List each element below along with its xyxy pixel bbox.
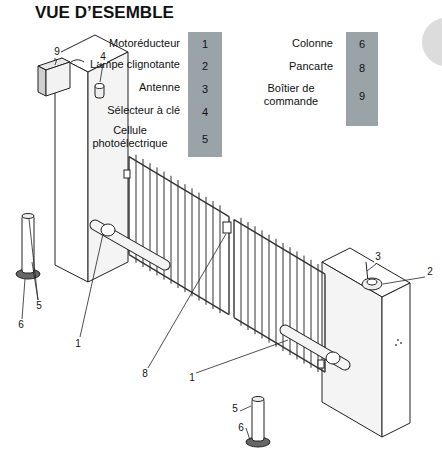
part-name: Cellule photoélectrique [80,124,180,150]
part-name: Colonne [292,37,333,50]
hinge [318,360,324,368]
gate-bar [192,188,193,296]
callout-number: 2 [426,266,434,278]
callout-number: 8 [141,368,149,380]
gate-bar [185,184,186,292]
gate-bar [206,197,207,305]
gate-bar [233,220,234,318]
hinge [124,170,130,178]
photocell [22,214,34,219]
sign [223,222,231,233]
legend-number: 9 [359,90,365,103]
gate-bar [248,222,249,330]
legend-number: 2 [202,60,208,73]
motor-outline [95,225,165,265]
part-name: Motoréducteur [109,37,180,50]
control-box-front [46,62,70,96]
control-box-side [38,66,46,96]
callout-number: 9 [53,46,61,58]
callout-number: 5 [35,300,43,312]
gate-bar [276,239,277,347]
callout-number: 4 [99,51,107,63]
callout-number: 1 [74,338,82,350]
gate-bar [129,157,229,217]
motor-outline [285,330,345,365]
column [252,398,264,441]
gate-bar [199,193,200,301]
gate-bar [241,218,242,326]
gate-bar [269,235,270,343]
callout-number: 6 [17,319,25,331]
legend-number: 1 [202,38,208,51]
part-name: Boîtier de commande [249,82,333,108]
photocell [252,397,264,402]
pillar-face [322,262,382,437]
flashing-lamp-top [367,279,377,285]
legend-number: 6 [359,38,365,51]
gate-bar [262,230,263,338]
legend-band [346,32,378,126]
part-name: Pancarte [289,60,333,73]
callout-number: 6 [237,422,245,434]
gear-motor [285,330,345,365]
gear-motor [95,225,165,265]
title: VUE D’ESEMBLE [35,3,174,23]
legend-number: 4 [202,106,208,119]
legend-number: 5 [202,133,208,146]
pillar-face [88,52,128,282]
gate-bar [178,180,179,288]
legend-number: 8 [359,62,365,75]
callout-number: 3 [374,251,382,263]
part-name: Sélecteur à clé [107,104,180,117]
page-tab [422,18,442,66]
leader-lines [22,59,425,440]
gate-bar [255,226,256,334]
legend-number: 3 [202,83,208,96]
gate-bar [129,255,229,315]
callout-number: 1 [188,372,196,384]
motor-head [326,352,340,364]
callout-number: 5 [231,403,239,415]
key-selector [95,84,104,98]
key-selector-top [95,84,104,89]
gate-bar [220,205,221,313]
flashing-lamp [362,278,382,290]
pillar-face [382,283,410,437]
part-name: Antenne [139,81,180,94]
gate-bar [171,176,172,284]
legend-band [188,32,222,157]
